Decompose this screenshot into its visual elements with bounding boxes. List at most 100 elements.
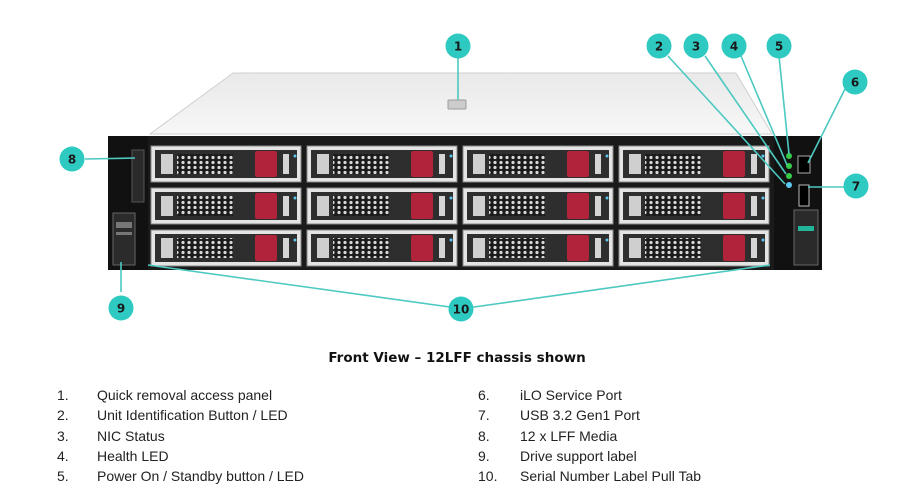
drive-release-latch[interactable] bbox=[567, 151, 589, 177]
callout-number: 7 bbox=[852, 180, 860, 194]
callout-number: 10 bbox=[453, 303, 470, 317]
legend-item: 8.12 x LFF Media bbox=[478, 426, 701, 446]
callout-number: 9 bbox=[117, 302, 125, 316]
callout-number: 2 bbox=[655, 40, 663, 54]
lff-drive-bay[interactable] bbox=[306, 187, 458, 225]
legend-text: Health LED bbox=[97, 447, 169, 464]
callout-8: 8 bbox=[59, 146, 85, 172]
callout-number: 4 bbox=[730, 40, 738, 54]
drive-release-latch[interactable] bbox=[411, 235, 433, 261]
legend-number: 9. bbox=[478, 447, 490, 464]
callout-2: 2 bbox=[646, 33, 672, 59]
drive-bays bbox=[150, 145, 770, 267]
legend-item: 5. Power On / Standby button / LED bbox=[57, 466, 304, 486]
drive-activity-led-icon bbox=[449, 238, 453, 242]
legend-text: Power On / Standby button / LED bbox=[97, 468, 305, 485]
drive-release-latch[interactable] bbox=[411, 193, 433, 219]
legend-number: 6. bbox=[478, 387, 490, 403]
drive-release-latch[interactable] bbox=[255, 193, 277, 219]
drive-activity-led-icon bbox=[761, 154, 765, 158]
server-front-view-diagram: 1 2 3 4 5 6 7 8 9 10 bbox=[59, 33, 869, 322]
legend-item: 7. USB 3.2 Gen1 Port bbox=[478, 405, 701, 425]
callout-number: 1 bbox=[454, 40, 462, 54]
drive-release-latch[interactable] bbox=[723, 235, 745, 261]
drive-activity-led-icon bbox=[761, 196, 765, 200]
callout-number: 5 bbox=[775, 40, 783, 54]
callout-7: 7 bbox=[843, 173, 869, 199]
callout-number: 6 bbox=[851, 76, 859, 90]
drive-activity-led-icon bbox=[605, 238, 609, 242]
legend-item: 4. Health LED bbox=[57, 446, 304, 466]
legend-item: 10. Serial Number Label Pull Tab bbox=[478, 466, 701, 486]
serial-number-pull-tab[interactable] bbox=[131, 149, 145, 203]
drive-activity-led-icon bbox=[293, 154, 297, 158]
leader-lines bbox=[84, 55, 846, 309]
callout-5: 5 bbox=[766, 33, 792, 59]
lff-drive-bay[interactable] bbox=[150, 229, 302, 267]
legend-left: 1. Quick removal access panel 2. Unit Iden… bbox=[57, 385, 304, 486]
legend-number: 3. bbox=[57, 427, 69, 444]
legend-number: 8. bbox=[478, 427, 490, 444]
lff-drive-bay[interactable] bbox=[462, 187, 614, 225]
lff-drive-bay[interactable] bbox=[618, 145, 770, 183]
legend-item: 9. Drive support label bbox=[478, 446, 701, 466]
callout-4: 4 bbox=[721, 33, 747, 59]
drive-release-latch[interactable] bbox=[723, 193, 745, 219]
drive-activity-led-icon bbox=[449, 196, 453, 200]
callout-1: 1 bbox=[445, 33, 471, 59]
callout-3: 3 bbox=[683, 33, 709, 59]
legend-text: NIC Status bbox=[97, 427, 165, 444]
callout-number: 3 bbox=[692, 40, 700, 54]
drive-activity-led-icon bbox=[449, 154, 453, 158]
lff-drive-bay[interactable] bbox=[306, 229, 458, 267]
lff-drive-bay[interactable] bbox=[150, 187, 302, 225]
legend-text: USB 3.2 Gen1 Port bbox=[520, 407, 640, 424]
drive-activity-led-icon bbox=[605, 154, 609, 158]
lff-drive-bay[interactable] bbox=[306, 145, 458, 183]
callout-markers: 1 2 3 4 5 6 7 8 9 10 bbox=[59, 33, 869, 322]
legend-number: 4. bbox=[57, 447, 69, 464]
legend-number: 5. bbox=[57, 468, 69, 485]
drive-release-latch[interactable] bbox=[723, 151, 745, 177]
legend-text: Quick removal access panel bbox=[97, 387, 273, 403]
legend-text: Serial Number Label Pull Tab bbox=[520, 468, 702, 485]
power-led-icon[interactable] bbox=[786, 153, 792, 159]
lff-drive-bay[interactable] bbox=[618, 187, 770, 225]
uid-led-icon[interactable] bbox=[786, 182, 792, 188]
callout-10: 10 bbox=[448, 296, 474, 322]
drive-release-latch[interactable] bbox=[411, 151, 433, 177]
drive-release-latch[interactable] bbox=[255, 235, 277, 261]
callout-6: 6 bbox=[842, 69, 868, 95]
lff-drive-bay[interactable] bbox=[462, 229, 614, 267]
drive-release-latch[interactable] bbox=[567, 193, 589, 219]
usb-port[interactable] bbox=[798, 184, 810, 207]
lff-drive-bay[interactable] bbox=[462, 145, 614, 183]
legend-item: 3. NIC Status bbox=[57, 426, 304, 446]
drive-activity-led-icon bbox=[761, 238, 765, 242]
drive-activity-led-icon bbox=[605, 196, 609, 200]
ilo-service-port[interactable] bbox=[797, 155, 811, 174]
drive-release-latch[interactable] bbox=[567, 235, 589, 261]
drive-release-latch[interactable] bbox=[255, 151, 277, 177]
legend-text: Unit Identification Button / LED bbox=[97, 407, 288, 424]
callout-number: 8 bbox=[68, 153, 76, 167]
legend-item: 6. iLO Service Port bbox=[478, 385, 701, 405]
legend-number: 7. bbox=[478, 407, 490, 424]
chassis-top-panel bbox=[148, 72, 773, 135]
lff-drive-bay[interactable] bbox=[150, 145, 302, 183]
lff-drive-bay[interactable] bbox=[618, 229, 770, 267]
drive-support-label bbox=[112, 212, 136, 266]
legend-text: iLO Service Port bbox=[520, 387, 622, 403]
legend-number: 10. bbox=[478, 468, 498, 485]
legend-item: 2. Unit Identification Button / LED bbox=[57, 405, 304, 425]
nic-status-led-icon bbox=[786, 173, 792, 179]
legend-number: 1. bbox=[57, 387, 69, 403]
legend-number: 2. bbox=[57, 407, 69, 424]
callout-9: 9 bbox=[108, 295, 134, 321]
legend-text: Drive support label bbox=[520, 447, 637, 464]
legend-item: 1. Quick removal access panel bbox=[57, 385, 304, 405]
model-badge bbox=[793, 209, 819, 266]
drive-activity-led-icon bbox=[293, 238, 297, 242]
figure-caption: Front View – 12LFF chassis shown bbox=[328, 350, 586, 366]
legend-right: 6. iLO Service Port 7. USB 3.2 Gen1 Port 8… bbox=[478, 385, 701, 486]
